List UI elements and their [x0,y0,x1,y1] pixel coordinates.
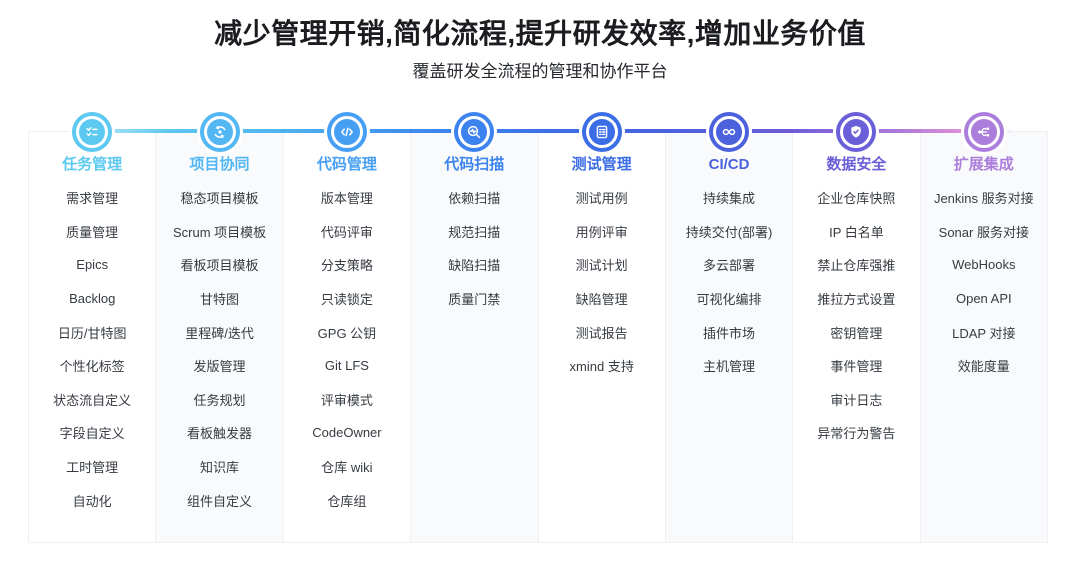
feature-item: Backlog [69,291,116,307]
feature-item: 需求管理 [66,191,119,207]
column-title: 测试管理 [571,156,632,173]
feature-list: 持续集成持续交付(部署) 多云部署可视化编排插件市场主机管理 [666,181,792,383]
feature-item: xmind 支持 [569,359,634,375]
feature-item: 日历/甘特图 [57,325,127,341]
feature-item: 持续交付(部署) [685,224,773,240]
scan-search-icon [454,112,495,152]
feature-item: 质量管理 [66,224,119,240]
feature-item: 分支策略 [320,258,373,274]
column-title: CI/CD [708,156,750,173]
cicd-infinity-icon [709,112,750,152]
feature-item: 推拉方式设置 [817,292,896,308]
feature-item: 字段自定义 [59,426,125,442]
column-title: 项目协同 [189,156,250,173]
feature-list: 依赖扫描规范扫描缺陷扫描质量门禁 [411,181,537,315]
feature-item: 任务规划 [193,392,246,408]
feature-item: 版本管理 [320,191,373,207]
code-icon [326,112,367,152]
feature-item: 规范扫描 [448,224,501,240]
feature-item: LDAP 对接 [952,325,1016,341]
feature-item: 审计日志 [830,392,883,408]
feature-list: 版本管理代码评审分支策略只读锁定 GPG 公钥 Git LFS 评审模式 CodeOwn… [284,181,410,517]
feature-item: Scrum 项目模板 [172,224,267,240]
feature-item: 个性化标签 [59,359,125,375]
feature-item: 企业仓库快照 [817,191,896,207]
feature-item: 甘特图 [200,292,240,308]
feature-item: 仓库 wiki [321,460,373,476]
feature-item: 测试计划 [575,258,628,274]
feature-item: Jenkins 服务对接 [933,191,1034,207]
feature-item: Git LFS [324,358,369,374]
column-title: 数据安全 [826,156,887,173]
feature-column-cicd: CI/CD 持续集成持续交付(部署) 多云部署可视化编排插件市场主机管理 [664,112,794,543]
feature-item: 评审模式 [320,392,373,408]
column-title: 扩展集成 [953,156,1014,173]
feature-list: 企业仓库快照 IP 白名单禁止仓库强推推拉方式设置密钥管理事件管理审计日志异常行为… [793,181,919,450]
feature-list: 稳态项目模板 Scrum 项目模板看板项目模板甘特图里程碑/迭代发版管理任务规划看… [156,181,282,517]
feature-column-project-collaboration: 项目协同 稳态项目模板 Scrum 项目模板看板项目模板甘特图里程碑/迭代发版管理… [155,112,284,543]
feature-item: CodeOwner [312,425,382,441]
feature-item: 质量门禁 [448,292,501,308]
feature-column-code-management: 代码管理 版本管理代码评审分支策略只读锁定 GPG 公钥 Git LFS 评审模式 Co… [282,112,412,543]
feature-item: 效能度量 [957,359,1010,375]
feature-column-data-security: 数据安全 企业仓库快照 IP 白名单禁止仓库强推推拉方式设置密钥管理事件管理审计日… [792,112,921,543]
feature-item: 知识库 [200,460,240,476]
feature-item: WebHooks [952,257,1016,273]
feature-item: 发版管理 [193,359,246,375]
feature-item: 看板项目模板 [180,258,259,274]
feature-item: 工时管理 [66,460,119,476]
project-sync-icon [199,112,240,152]
feature-item: 看板触发器 [187,426,253,442]
feature-list: 测试用例用例评审测试计划缺陷管理测试报告 xmind 支持 [539,181,665,383]
shield-check-icon [836,112,877,152]
column-title: 代码扫描 [444,156,505,173]
feature-item: 缺陷管理 [575,292,628,308]
feature-column-code-scan: 代码扫描 依赖扫描规范扫描缺陷扫描质量门禁 [410,112,539,543]
feature-item: 插件市场 [703,325,756,341]
feature-item: 异常行为警告 [817,426,896,442]
test-doc-icon [581,112,622,152]
feature-item: 密钥管理 [830,325,883,341]
page-subtitle: 覆盖研发全流程的管理和协作平台 [412,62,668,81]
task-checklist-icon [72,112,113,152]
feature-item: GPG 公钥 [317,325,377,341]
integration-share-icon [963,112,1004,152]
feature-item: 只读锁定 [320,292,373,308]
feature-item: 代码评审 [320,224,373,240]
feature-item: 事件管理 [830,359,883,375]
column-title: 代码管理 [316,156,377,173]
feature-item: 用例评审 [575,224,628,240]
feature-item: Epics [76,257,109,273]
feature-item: 测试报告 [575,325,628,341]
feature-item: 组件自定义 [187,493,253,509]
feature-item: 仓库组 [327,493,367,509]
page-title: 减少管理开销,简化流程,提升研发效率,增加业务价值 [214,18,866,49]
feature-item: 持续集成 [703,191,756,207]
feature-item: 稳态项目模板 [180,191,259,207]
feature-item: 状态流自定义 [53,392,132,408]
feature-column-test-management: 测试管理 测试用例用例评审测试计划缺陷管理测试报告 xmind 支持 [537,112,666,543]
feature-item: 里程碑/迭代 [185,325,254,341]
feature-item: 可视化编排 [696,292,762,308]
feature-item: Sonar 服务对接 [938,224,1029,240]
feature-item: 缺陷扫描 [448,258,501,274]
feature-item: IP 白名单 [829,224,884,240]
feature-item: 测试用例 [575,191,628,207]
feature-item: Open API [955,291,1012,307]
feature-item: 依赖扫描 [448,191,501,207]
feature-item: 自动化 [72,493,112,509]
column-title: 任务管理 [62,156,123,173]
feature-item: 多云部署 [703,258,756,274]
feature-item: 主机管理 [703,359,756,375]
feature-item: 禁止仓库强推 [817,258,896,274]
